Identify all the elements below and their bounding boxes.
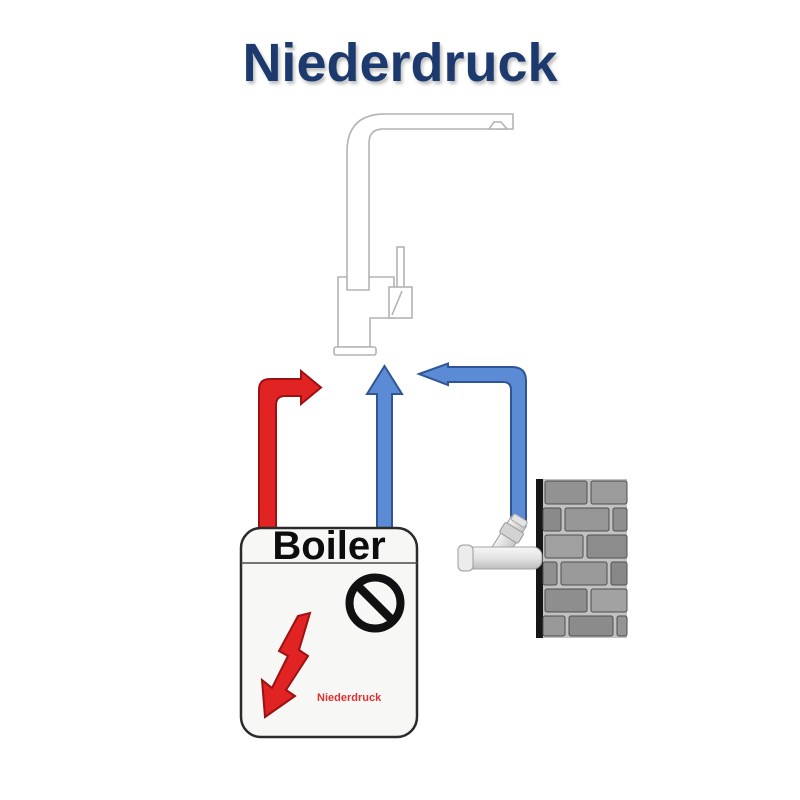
- kitchen-faucet-illustration: [333, 113, 514, 356]
- faucet-base-plate: [333, 346, 377, 356]
- boiler-label: Boiler: [272, 524, 386, 568]
- cold-water-arrow: [365, 364, 404, 536]
- valve-connector-cap: [510, 513, 528, 528]
- corner-valve: [457, 513, 543, 572]
- valve-nut: [499, 522, 524, 544]
- boiler-box: [239, 526, 419, 739]
- faucet-handle-joint: [391, 290, 403, 316]
- hot-water-arrow: [258, 368, 323, 536]
- boiler-warning-label: Niederdruck: [317, 692, 382, 704]
- faucet-spout: [346, 113, 514, 291]
- faucet-lever-rod: [396, 246, 405, 292]
- cold-supply-arrow: [416, 362, 527, 524]
- bricks: [542, 480, 628, 637]
- page-title: Niederdruck: [242, 33, 558, 93]
- brick-wall: [536, 479, 628, 638]
- valve-pipe-body: [461, 546, 543, 570]
- lightning-bolt-arrow-icon: [260, 611, 312, 719]
- faucet-aerator: [487, 121, 509, 130]
- valve-end-cap: [457, 544, 474, 572]
- prohibition-sign-icon: [345, 573, 405, 633]
